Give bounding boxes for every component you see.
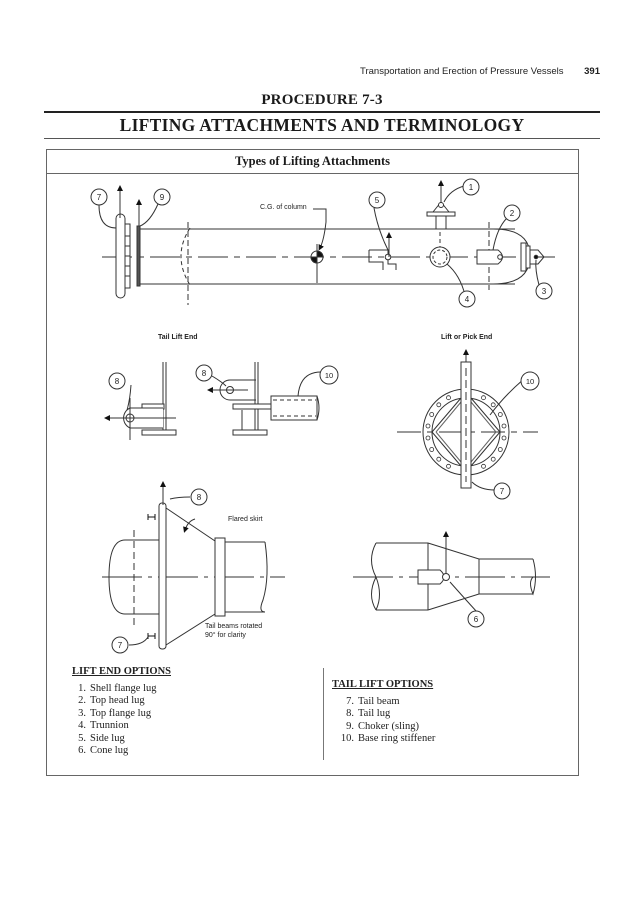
callout-3: 3 [535, 282, 553, 300]
svg-text:9: 9 [160, 193, 165, 202]
cone-lug-diagram [353, 531, 550, 611]
svg-text:3: 3 [542, 287, 547, 296]
lift-or-pick-end-label: Lift or Pick End [441, 334, 492, 341]
flared-skirt-label: Flared skirt [228, 516, 263, 523]
callout-6: 6 [467, 610, 485, 628]
figure-box: Types of Lifting Attachments [46, 149, 579, 776]
seam-arc [180, 227, 191, 286]
svg-text:7: 7 [118, 641, 123, 650]
callout-7-top: 7 [90, 188, 108, 206]
list-item: 1.Shell flange lug [78, 683, 157, 694]
running-head-title: Transportation and Erection of Pressure … [360, 66, 564, 77]
bolt-hole [429, 412, 435, 417]
bolt-hole [490, 456, 496, 462]
base-ring-diagram [397, 349, 538, 489]
tail-lift-end-label: Tail Lift End [158, 334, 198, 341]
svg-text:10: 10 [526, 377, 534, 386]
callout-circles: 7 9 5 1 2 3 4 8 8 10 10 7 8 7 6 [90, 178, 553, 654]
list-item: 7.Tail beam [346, 696, 400, 707]
title-rule-top [44, 111, 600, 113]
callout-8-right: 8 [195, 364, 213, 382]
title-rule-bottom [44, 138, 600, 139]
callout-1: 1 [462, 178, 480, 196]
svg-text:8: 8 [115, 377, 120, 386]
list-item: 8.Tail lug [346, 708, 391, 720]
callout-9: 9 [153, 188, 171, 206]
callout-8-left: 8 [108, 372, 126, 390]
callout-8-skirt: 8 [190, 488, 208, 506]
procedure-number: PROCEDURE 7-3 [261, 92, 383, 108]
cg-label: C.G. of column [260, 204, 307, 211]
page-title: LIFTING ATTACHMENTS AND TERMINOLOGY [119, 115, 525, 135]
trunnion [429, 225, 451, 268]
callout-7-skirt: 7 [111, 636, 129, 654]
list-item: 6.Cone lug [78, 745, 129, 757]
options-divider [323, 668, 324, 760]
bolt-hole [490, 402, 496, 408]
bolt-hole [501, 423, 507, 429]
svg-text:8: 8 [202, 369, 207, 378]
list-item: 5.Side lug [78, 732, 125, 744]
svg-text:6: 6 [474, 615, 479, 624]
list-item: 4.Trunnion [78, 720, 129, 732]
callout-7-mid: 7 [493, 482, 511, 500]
top-head-lug [476, 249, 503, 265]
figure-heading: Types of Lifting Attachments [47, 150, 578, 174]
callout-2: 2 [503, 204, 521, 222]
svg-text:2: 2 [510, 209, 515, 218]
bolt-hole [425, 435, 431, 441]
tail-lift-end-diagram [104, 362, 320, 440]
bolt-hole [501, 435, 507, 441]
bolt-hole [481, 463, 486, 469]
side-lug [368, 232, 397, 270]
bolt-hole [425, 423, 431, 429]
bolt-hole [436, 456, 442, 462]
callout-5: 5 [368, 191, 386, 209]
svg-text:8: 8 [197, 493, 202, 502]
list-item: 10.Base ring stiffener [340, 733, 436, 745]
horizontal-column-diagram [102, 180, 555, 305]
running-head: Transportation and Erection of Pressure … [0, 66, 600, 77]
page-number: 391 [584, 66, 600, 77]
svg-text:5: 5 [375, 196, 380, 205]
tail-lift-options-heading: TAIL LIFT OPTIONS [332, 679, 434, 690]
svg-text:1: 1 [469, 183, 474, 192]
lift-end-options-heading: LIFT END OPTIONS [72, 666, 171, 677]
list-item: 9.Choker (sling) [346, 720, 419, 732]
list-item: 3.Top flange lug [78, 707, 152, 719]
tail-beam [115, 213, 126, 299]
lift-end-options: LIFT END OPTIONS 1.Shell flange lug 2.To… [72, 666, 171, 757]
list-item: 2.Top head lug [78, 695, 145, 707]
bolt-hole [497, 447, 503, 452]
bolt-hole [436, 402, 442, 408]
shell-flange-lug [426, 180, 456, 230]
bolt-hole [446, 395, 451, 401]
bolt-hole [446, 463, 451, 469]
tail-beams-note-line1: Tail beams rotated [205, 623, 262, 630]
svg-text:4: 4 [465, 295, 470, 304]
callout-10-left: 10 [319, 365, 339, 385]
cg-symbol [310, 208, 327, 283]
bolt-hole [497, 412, 503, 417]
svg-text:10: 10 [325, 371, 333, 380]
svg-text:7: 7 [97, 193, 102, 202]
tail-beams-note-line2: 90° for clarity [205, 631, 246, 639]
svg-text:7: 7 [500, 487, 505, 496]
callout-4: 4 [458, 290, 476, 308]
callout-10-right: 10 [520, 371, 540, 391]
bolt-hole [481, 395, 486, 401]
flared-skirt-diagram [102, 481, 285, 650]
tail-lift-options: TAIL LIFT OPTIONS 7.Tail beam 8.Tail lug… [332, 679, 435, 746]
choker-sling [136, 225, 141, 287]
bolt-hole [429, 447, 435, 452]
